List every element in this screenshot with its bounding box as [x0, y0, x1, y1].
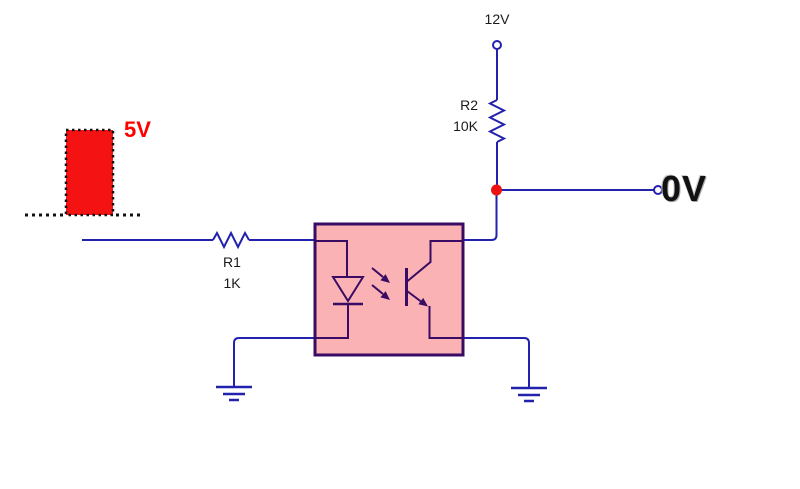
- led-anode-lead: [316, 240, 348, 277]
- r2-value-label: 10K: [453, 118, 478, 134]
- light-arrows-icon: [371, 267, 390, 300]
- emitter-ground-wire: [463, 337, 530, 387]
- r1-name-label: R1: [223, 254, 241, 270]
- pulse-voltage-label: 5V: [124, 117, 151, 142]
- ground-right-symbol: [511, 386, 547, 403]
- led-ground-wire: [233, 337, 316, 386]
- input-pulse-waveform: [25, 128, 143, 217]
- transistor-emitter: [406, 290, 422, 303]
- supply-terminal: [492, 40, 502, 50]
- transistor-emitter-lead: [428, 306, 463, 339]
- transistor-collector: [406, 240, 463, 283]
- ground-left-symbol: [216, 385, 252, 402]
- collector-to-junction-wire: [463, 195, 498, 241]
- optocoupler: [313, 222, 465, 357]
- resistor-r1: [212, 230, 250, 250]
- led-triangle: [331, 276, 365, 303]
- led-cathode-lead: [316, 304, 349, 339]
- junction-dot: [491, 184, 502, 196]
- resistor-r2: [487, 99, 507, 143]
- optocoupler-body: [313, 222, 465, 357]
- output-voltage-label: 0V: [661, 168, 708, 209]
- led-symbol: [316, 240, 365, 339]
- phototransistor-symbol: [405, 240, 463, 339]
- wires: [82, 49, 654, 387]
- r2-name-label: R2: [460, 97, 478, 113]
- supply-voltage-label: 12V: [484, 11, 510, 27]
- output-terminal: [653, 185, 663, 195]
- transistor-emitter-arrowhead: [418, 297, 428, 307]
- r1-value-label: 1K: [223, 275, 241, 291]
- pulse-rect: [64, 128, 115, 217]
